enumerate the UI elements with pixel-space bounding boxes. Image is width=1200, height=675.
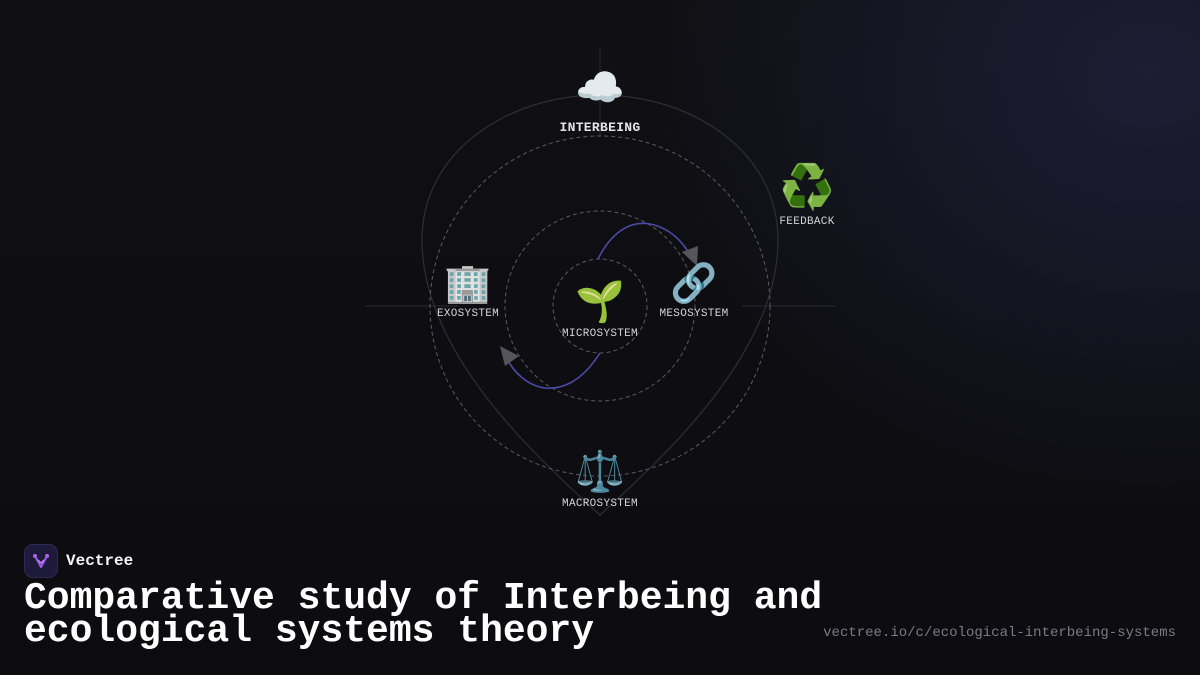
link-icon: 🔗 xyxy=(670,261,718,305)
node-interbeing-label: INTERBEING xyxy=(559,120,641,135)
office-building-icon: 🏢 xyxy=(444,261,492,305)
cloud-icon: ☁️ xyxy=(575,65,625,111)
flow-arrow-lower-head xyxy=(500,346,519,366)
flow-arrow-upper xyxy=(597,222,691,260)
mesosystem-ring xyxy=(504,210,696,402)
node-macrosystem-label: MACROSYSTEM xyxy=(562,498,638,510)
source-url: vectree.io/c/ecological-interbeing-syste… xyxy=(823,625,1176,641)
node-microsystem: 🌱 MICROSYSTEM xyxy=(562,282,638,340)
brand-name: Vectree xyxy=(66,552,134,570)
macrosystem-ring xyxy=(429,135,771,477)
vectree-logo-icon xyxy=(24,544,58,578)
seedling-icon: 🌱 xyxy=(575,279,625,325)
node-interbeing: ☁️ INTERBEING xyxy=(559,68,640,135)
balance-scale-icon: ⚖️ xyxy=(575,449,625,495)
node-mesosystem: 🔗 MESOSYSTEM xyxy=(659,264,728,320)
node-mesosystem-label: MESOSYSTEM xyxy=(659,308,729,320)
node-macrosystem: ⚖️ MACROSYSTEM xyxy=(562,452,638,510)
flow-arrow-lower xyxy=(506,352,601,389)
vectree-logo-mark xyxy=(33,554,49,568)
node-microsystem-label: MICROSYSTEM xyxy=(562,328,638,340)
page-title: Comparative study of Interbeing and ecol… xyxy=(24,577,823,653)
brand: Vectree xyxy=(24,544,133,578)
flow-arrow-upper-head xyxy=(682,246,698,266)
node-exosystem-label: EXOSYSTEM xyxy=(436,308,500,320)
node-exosystem: 🏢 EXOSYSTEM xyxy=(437,264,499,320)
recycle-icon: ♻️ xyxy=(779,162,835,213)
interbeing-outline xyxy=(421,94,779,516)
node-feedback: ♻️ FEEDBACK xyxy=(779,162,835,229)
node-feedback-label: FEEDBACK xyxy=(779,216,835,228)
